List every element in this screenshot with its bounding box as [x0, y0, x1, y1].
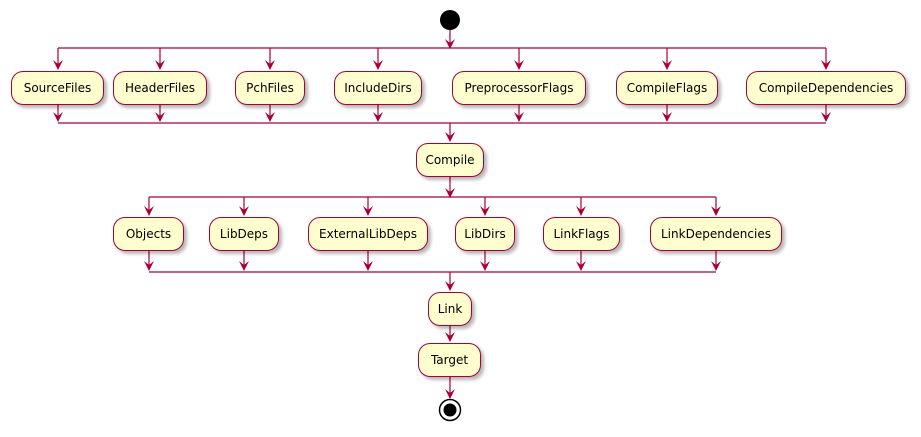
- node-compile: Compile: [416, 143, 484, 177]
- node-compile-flags: CompileFlags: [616, 71, 718, 105]
- start-node: [440, 10, 460, 30]
- node-compile-dependencies: CompileDependencies: [746, 71, 906, 105]
- node-external-lib-deps: ExternalLibDeps: [308, 217, 428, 251]
- node-header-files: HeaderFiles: [113, 71, 207, 105]
- node-objects: Objects: [113, 217, 184, 251]
- end-node: [443, 403, 457, 417]
- node-pch-files: PchFiles: [235, 71, 305, 105]
- node-lib-dirs: LibDirs: [455, 217, 515, 251]
- node-target: Target: [418, 343, 481, 377]
- node-link: Link: [428, 292, 472, 326]
- node-include-dirs: IncludeDirs: [334, 71, 422, 105]
- node-lib-deps: LibDeps: [209, 217, 279, 251]
- edge-group: [53, 10, 831, 422]
- node-source-files: SourceFiles: [11, 71, 104, 105]
- node-link-flags: LinkFlags: [543, 217, 620, 251]
- node-link-dependencies: LinkDependencies: [650, 217, 782, 251]
- node-preprocessor-flags: PreprocessorFlags: [452, 71, 586, 105]
